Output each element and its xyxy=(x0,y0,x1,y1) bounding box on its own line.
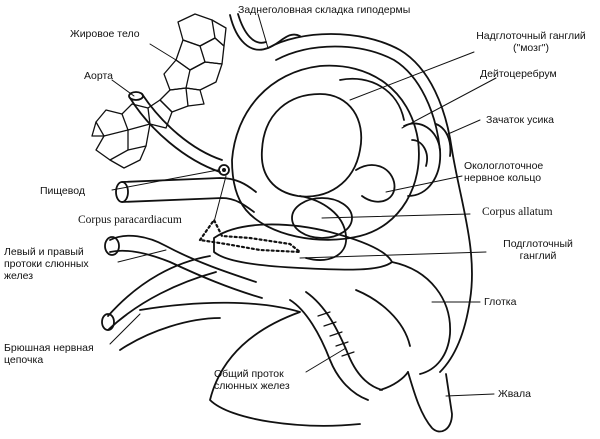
esophagus xyxy=(115,177,257,213)
corpus-paracardiacum-shape xyxy=(218,164,230,176)
label-mandible: Жвала xyxy=(498,388,531,400)
label-aorta: Аорта xyxy=(84,70,113,82)
label-deutocerebrum: Дейтоцеребрум xyxy=(480,68,557,80)
label-ventral-nerve-cord: Брюшная нервная цепочка xyxy=(4,342,94,366)
antenna-anlage xyxy=(435,123,452,157)
label-esophagus: Пищевод xyxy=(40,185,85,197)
label-subesophageal-ganglion: Подглоточный ганглий xyxy=(503,238,573,262)
label-supraesophageal-ganglion: Надглоточный ганглий ("мозг") xyxy=(476,30,586,54)
antennal-lobe xyxy=(403,122,441,197)
aorta-opening xyxy=(128,91,144,101)
dotted-region xyxy=(198,218,302,254)
fat-body-cells xyxy=(91,13,227,169)
ventral-nerve-cord xyxy=(107,255,217,331)
corpus-allatum-shape xyxy=(291,197,353,239)
label-circumesophageal-ring: Окологлоточное нервное кольцо xyxy=(464,160,544,184)
label-common-salivary-duct: Общий проток слюнных желез xyxy=(214,368,290,392)
label-corpus-paracardiacum: Corpus paracardiacum xyxy=(78,214,182,226)
salivary-ducts xyxy=(109,234,263,299)
aorta-tube xyxy=(129,93,223,173)
label-pharynx: Глотка xyxy=(484,296,517,308)
label-fat-body: Жировое тело xyxy=(70,28,140,40)
subesophageal-ganglion xyxy=(213,223,393,271)
label-hypodermis-fold: Заднеголовная складка гиподермы xyxy=(238,4,411,16)
head-capsule-outline xyxy=(267,33,473,373)
label-corpus-allatum: Corpus allatum xyxy=(482,206,553,218)
label-antenna-anlage: Зачаток усика xyxy=(486,114,554,126)
label-salivary-ducts: Левый и правый протоки слюнных желез xyxy=(4,246,89,282)
leader-lines xyxy=(109,13,497,397)
pharynx xyxy=(355,261,451,375)
mandible xyxy=(407,371,453,433)
hypodermis-fold xyxy=(229,13,301,51)
brain-outline xyxy=(231,64,420,241)
